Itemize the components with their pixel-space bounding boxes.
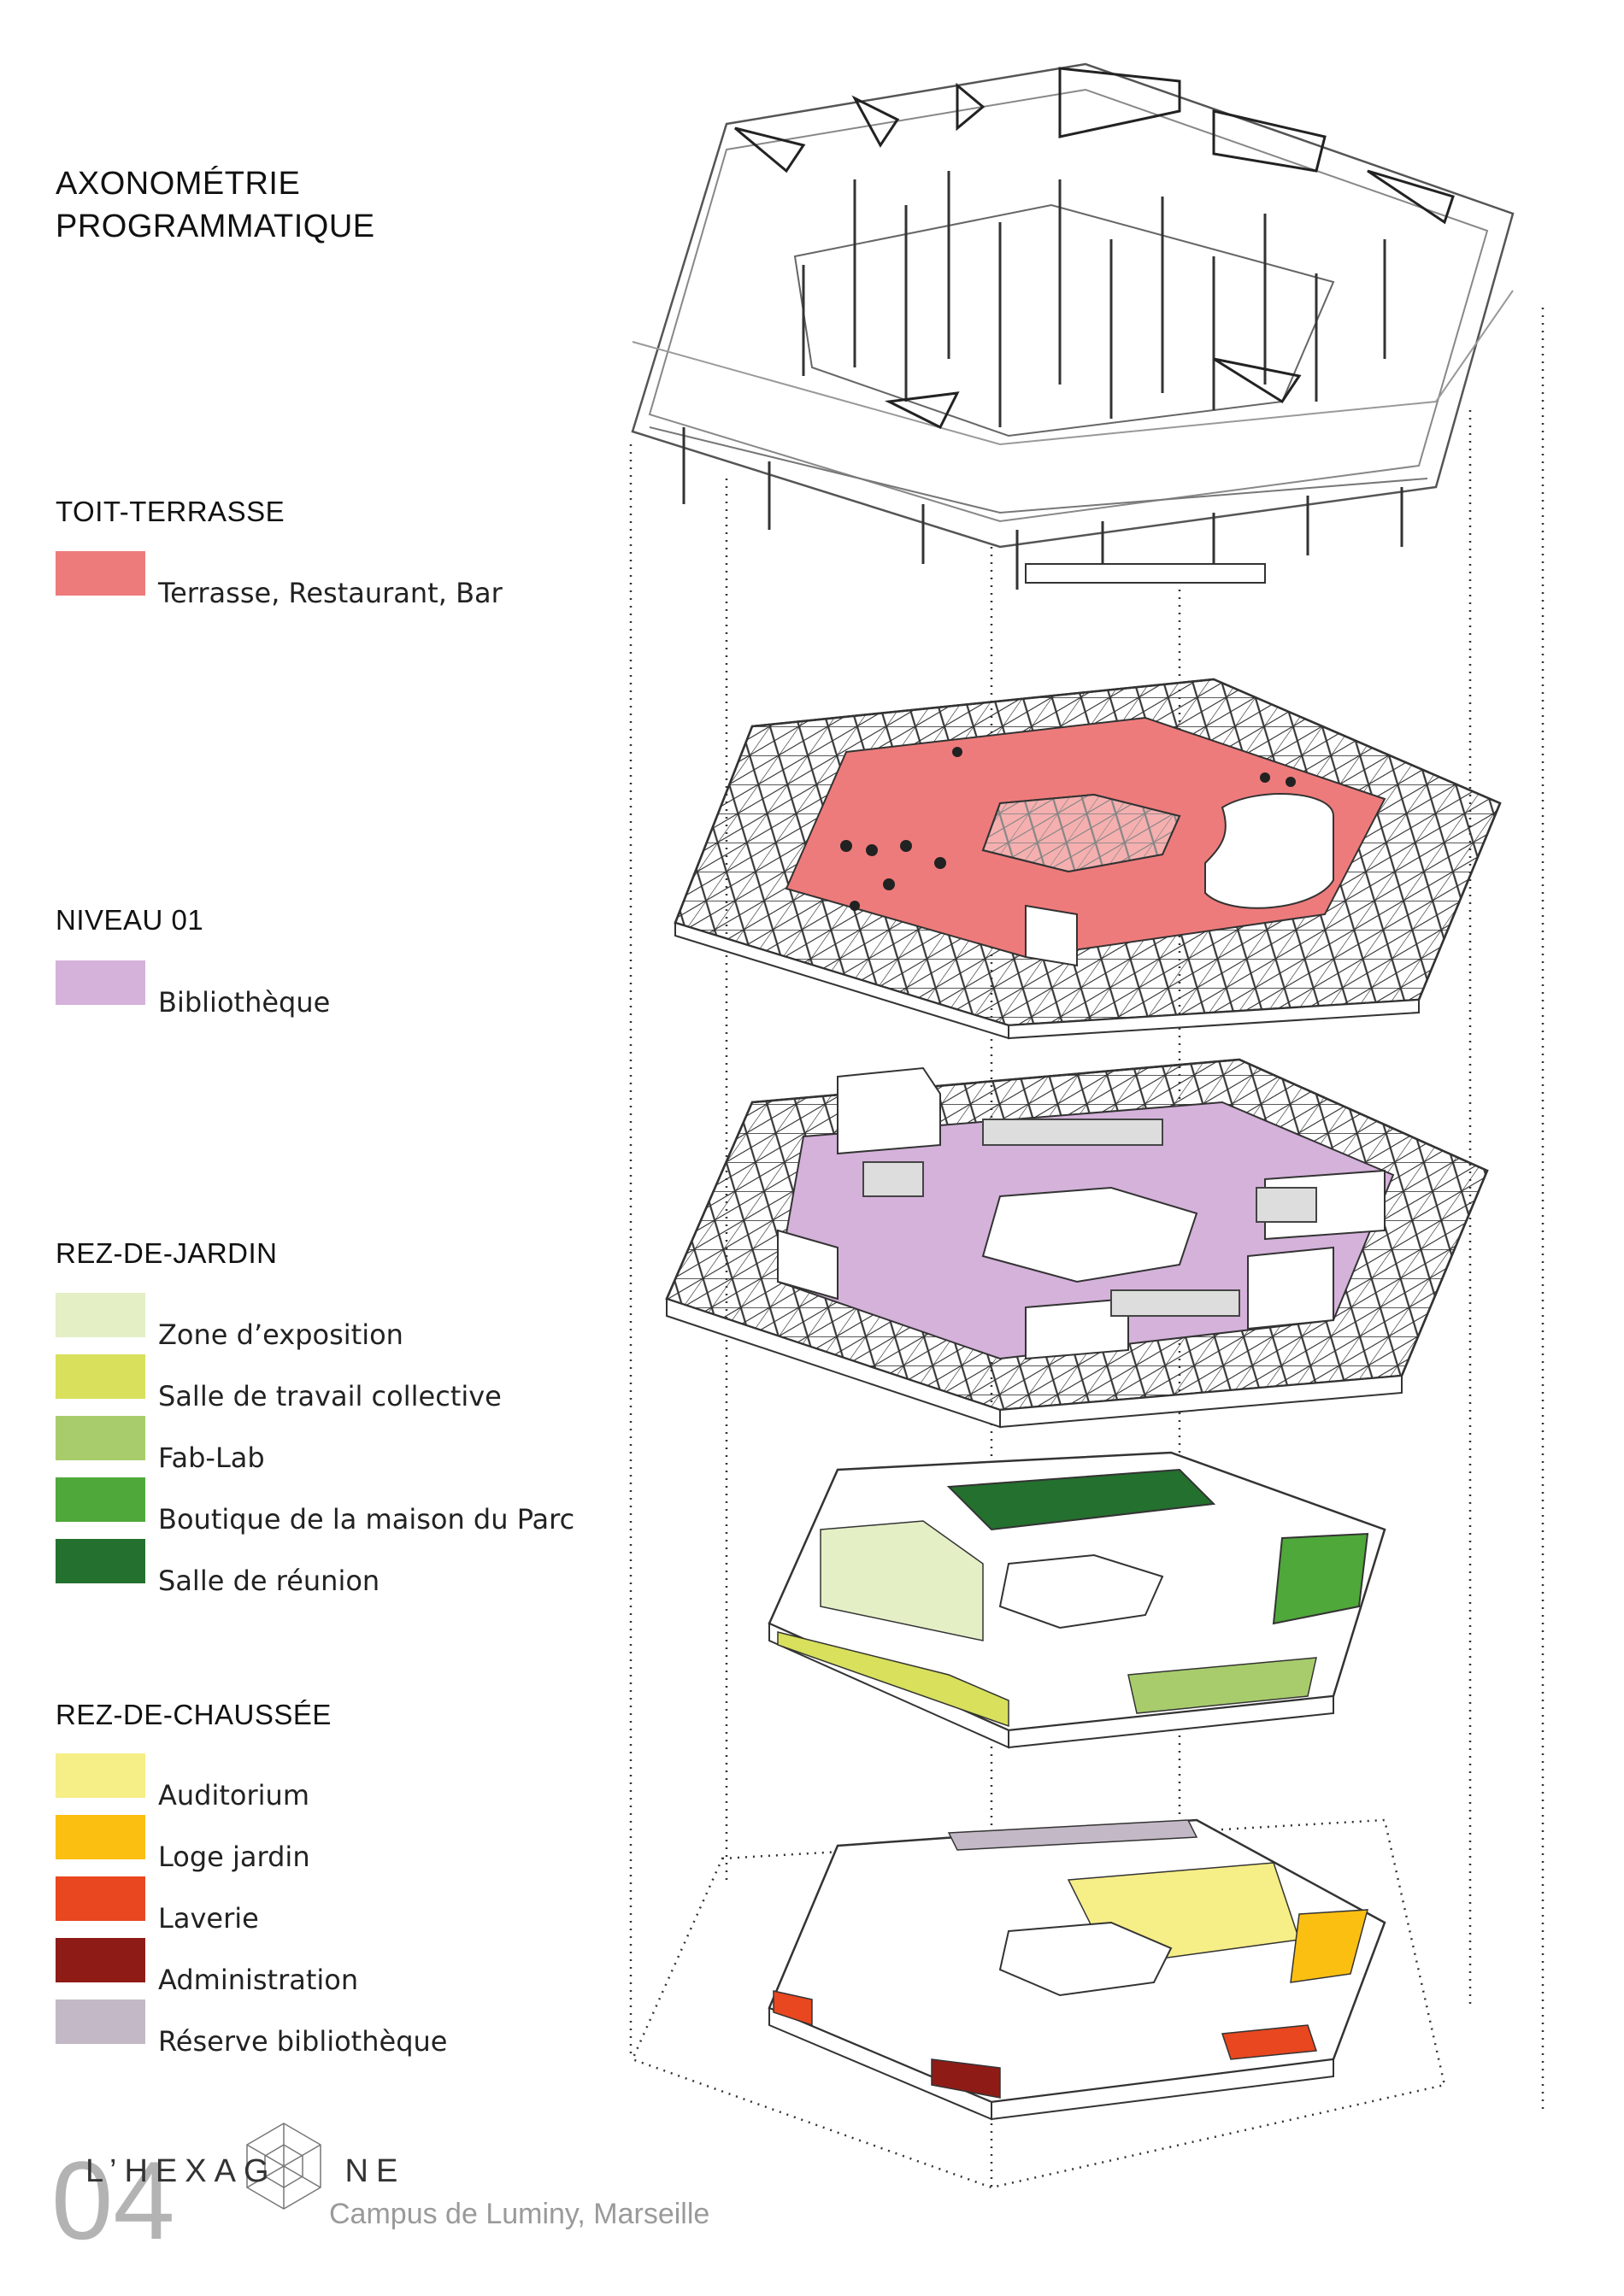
legend-swatch [56,1354,145,1399]
legend-swatch [56,1999,145,2044]
level-rez-de-jardin [768,1451,1386,1749]
legend-swatch [56,1416,145,1460]
legend-swatch [56,1293,145,1337]
legend-label: Boutique de la maison du Parc [158,1503,575,1536]
legend-swatch [56,960,145,1005]
hexagon-logo-icon [246,2123,321,2210]
page-number: 04 [51,2138,175,2263]
bookshelves [862,1119,1317,1317]
legend-label: Auditorium [158,1779,309,1812]
section-title-toit-terrasse: TOIT-TERRASSE [56,496,285,527]
legend-label: Salle de travail collective [158,1380,502,1412]
legend-swatch [56,1938,145,1982]
page-title-line-1: AXONOMÉTRIE [56,166,301,202]
brand-name: L’HEXAG NE [85,2153,405,2190]
section-title-niveau-01: NIVEAU 01 [56,904,204,936]
page-title: AXONOMÉTRIE PROGRAMMATIQUE [56,162,375,248]
location-subtitle: Campus de Luminy, Marseille [329,2198,710,2230]
legend-swatch [56,1753,145,1798]
legend-swatch [56,1815,145,1859]
page-title-line-2: PROGRAMMATIQUE [56,208,375,244]
legend-label: Terrasse, Restaurant, Bar [158,577,503,609]
section-title-rez-de-chaussee: REZ-DE-CHAUSSÉE [56,1699,332,1730]
level-niveau-01 [665,1058,1489,1429]
roof-structure [631,62,1515,590]
legend-label: Loge jardin [158,1841,310,1873]
legend-label: Administration [158,1964,359,1996]
level-rez-de-chaussee [631,1818,1446,2189]
terrace-furniture [840,747,1296,911]
legend-label: Salle de réunion [158,1565,380,1597]
section-title-rez-de-jardin: REZ-DE-JARDIN [56,1237,278,1269]
legend-swatch [56,1477,145,1522]
legend-label: Laverie [158,1902,259,1935]
legend-swatch [56,551,145,596]
brand-name-right: NE [344,2153,406,2189]
brand-name-left: L’HEXAG [85,2153,277,2189]
level-toit-terrasse [674,678,1502,1040]
legend-label: Réserve bibliothèque [158,2025,448,2058]
legend-swatch [56,1539,145,1583]
legend-label: Fab-Lab [158,1442,265,1474]
legend-swatch [56,1876,145,1921]
legend-label: Zone d’exposition [158,1318,403,1351]
legend-label: Bibliothèque [158,986,331,1019]
